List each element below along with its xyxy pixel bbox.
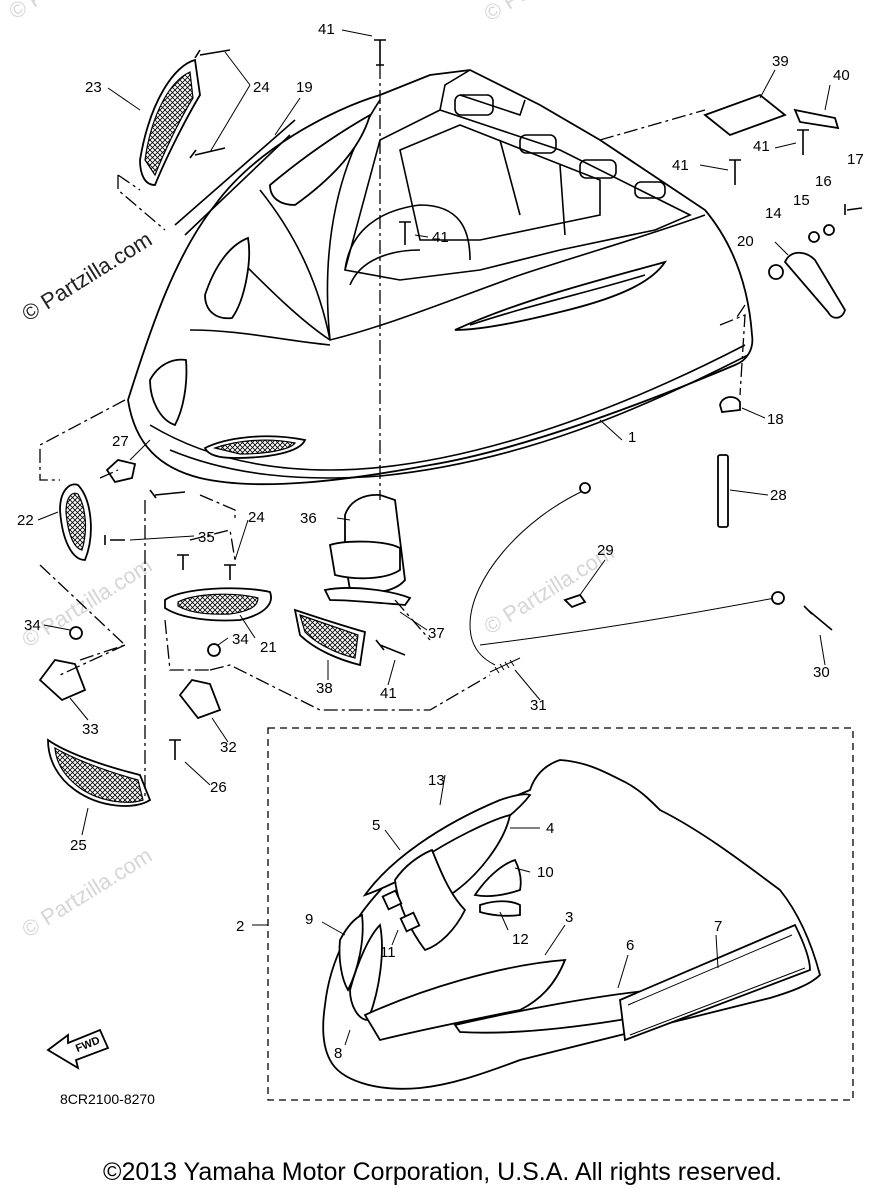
callout-39: 39 — [772, 53, 789, 70]
leader-lines — [37, 29, 831, 836]
callout-41: 41 — [318, 21, 335, 38]
callout-25: 25 — [70, 837, 87, 854]
callout-6: 6 — [626, 937, 634, 954]
callout-36: 36 — [300, 510, 317, 527]
callout-7: 7 — [714, 918, 722, 935]
callout-27: 27 — [112, 433, 129, 450]
callout-5: 5 — [372, 817, 380, 834]
vent-21 — [164, 587, 272, 622]
callout-17: 17 — [847, 151, 864, 168]
vent-22 — [59, 483, 92, 561]
callout-26: 26 — [210, 779, 227, 796]
watermark-top-left: © Partzilla.com — [4, 0, 143, 24]
hood-vent-left-upper — [269, 113, 372, 206]
decal-10 — [473, 858, 522, 898]
callout-34: 34 — [24, 617, 41, 634]
decal-7 — [619, 923, 811, 1042]
watermark-left-mid: © Partzilla.com — [17, 552, 156, 652]
callout-35: 35 — [198, 529, 215, 546]
vent-23 — [139, 58, 201, 186]
callout-41-right: 41 — [672, 157, 689, 174]
decal-3 — [363, 958, 567, 1042]
callout-41-center: 41 — [432, 229, 449, 246]
callout-15: 15 — [793, 192, 810, 209]
callout-32: 32 — [220, 739, 237, 756]
callout-1: 1 — [628, 429, 636, 446]
decal-kit-box — [267, 727, 854, 1101]
watermark-top-mid: © Partzilla.com — [479, 0, 618, 26]
callout-20: 20 — [737, 233, 754, 250]
duct-assembly — [293, 494, 412, 667]
callout-29: 29 — [597, 542, 614, 559]
callout-13: 13 — [428, 772, 445, 789]
clip-27 — [105, 459, 137, 484]
callout-2: 2 — [236, 918, 244, 935]
spring-31 — [489, 657, 521, 674]
cable-29 — [469, 489, 586, 666]
callout-10: 10 — [537, 864, 554, 881]
callout-11: 11 — [380, 944, 396, 961]
callout-21: 21 — [260, 639, 277, 656]
callout-24: 24 — [253, 79, 270, 96]
decal-19 — [174, 119, 296, 236]
decal-9 — [338, 913, 364, 992]
callout-12: 12 — [512, 931, 529, 948]
callout-40: 40 — [833, 67, 850, 84]
callout-34-lower: 34 — [232, 631, 249, 648]
callout-4: 4 — [546, 820, 554, 837]
callout-28: 28 — [770, 487, 787, 504]
copyright-notice: ©2013 Yamaha Motor Corporation, U.S.A. A… — [103, 1158, 782, 1186]
callout-8: 8 — [334, 1045, 342, 1062]
callout-23: 23 — [85, 79, 102, 96]
callout-14: 14 — [765, 205, 782, 222]
stay-14 — [783, 251, 846, 319]
hood-vent-left-mid — [204, 236, 251, 320]
callout-33: 33 — [82, 721, 99, 738]
callout-41-right-upper: 41 — [753, 138, 770, 155]
drawing-code: 8CR2100-8270 — [60, 1091, 155, 1107]
bracket-40 — [793, 108, 840, 130]
plate-39 — [703, 93, 787, 137]
watermark-left-low: © Partzilla.com — [17, 842, 156, 942]
callout-30: 30 — [813, 664, 830, 681]
vent-25 — [47, 738, 152, 807]
watermark-main: © Partzilla.com — [17, 226, 156, 326]
fasteners — [69, 39, 863, 760]
callout-19: 19 — [296, 79, 313, 96]
cable-30 — [479, 597, 776, 646]
hood-assembly — [127, 69, 754, 486]
callout-37: 37 — [428, 625, 445, 642]
hood-vent-left-low — [149, 358, 188, 427]
decal-8 — [349, 923, 383, 1021]
callout-16: 16 — [815, 173, 832, 190]
callouts: 41 23 24 19 39 40 41 41 17 16 15 14 41 2… — [17, 21, 864, 1062]
decal-kit — [321, 759, 822, 1090]
callout-3: 3 — [565, 909, 573, 926]
bracket-32 — [178, 678, 222, 720]
decal-12 — [479, 900, 521, 917]
callout-22: 22 — [17, 512, 34, 529]
bracket-33 — [38, 659, 87, 702]
callout-38: 38 — [316, 680, 333, 697]
callout-18: 18 — [767, 411, 784, 428]
callout-24-lower: 24 — [248, 509, 265, 526]
fwd-arrow-icon: FWD — [46, 1028, 110, 1070]
callout-31: 31 — [530, 697, 547, 714]
callout-41-lower: 41 — [380, 685, 397, 702]
callout-9: 9 — [305, 911, 313, 928]
